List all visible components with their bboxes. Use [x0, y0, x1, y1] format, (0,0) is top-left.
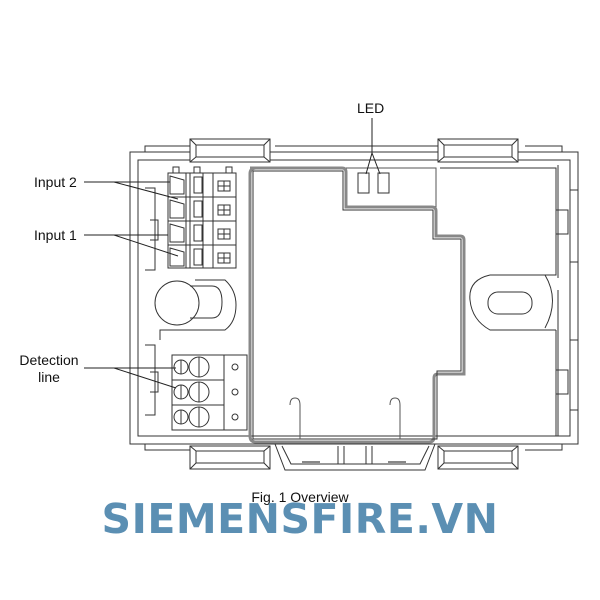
detection-line-leader — [84, 367, 177, 389]
top-right-clip — [437, 138, 519, 163]
pcb-cover — [248, 166, 466, 444]
bottom-center-tab — [274, 443, 436, 471]
led-indicators — [357, 172, 390, 194]
top-left-clip — [189, 138, 271, 163]
input-clamps — [169, 175, 185, 267]
led-leader — [365, 118, 381, 175]
detection-screws — [173, 356, 210, 428]
detection-line-label-line1: Detection — [19, 352, 79, 368]
bottom-left-clip — [189, 445, 271, 470]
bottom-right-clip — [437, 445, 519, 470]
right-compartment — [440, 167, 557, 437]
leader-lines — [84, 118, 381, 389]
led-label: LED — [357, 100, 385, 116]
detection-terminal-block — [171, 354, 248, 431]
input-2-leader — [84, 181, 179, 200]
input-terminal-block — [167, 166, 237, 269]
detection-line-label: Detection line — [14, 352, 84, 386]
right-mount-slot — [469, 274, 556, 331]
detection-line-label-line2: line — [38, 369, 60, 385]
watermark: SIEMENSFIRE.VN — [101, 495, 499, 543]
input-1-label: Input 1 — [34, 227, 77, 243]
figure-caption: Fig. 1 Overview — [251, 489, 349, 505]
input-1-leader — [84, 234, 179, 257]
input-2-label: Input 2 — [34, 174, 77, 190]
left-mount-keyhole — [154, 279, 237, 340]
